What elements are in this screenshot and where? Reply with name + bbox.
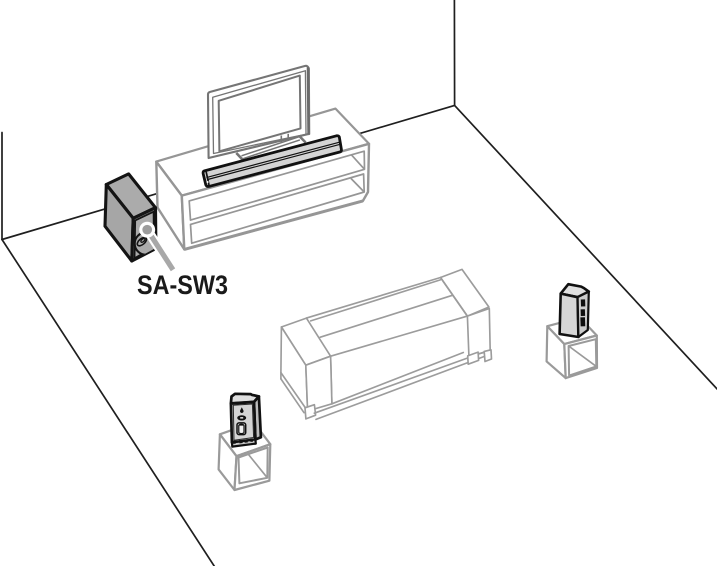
svg-text:SA-SW3: SA-SW3 xyxy=(137,270,228,300)
